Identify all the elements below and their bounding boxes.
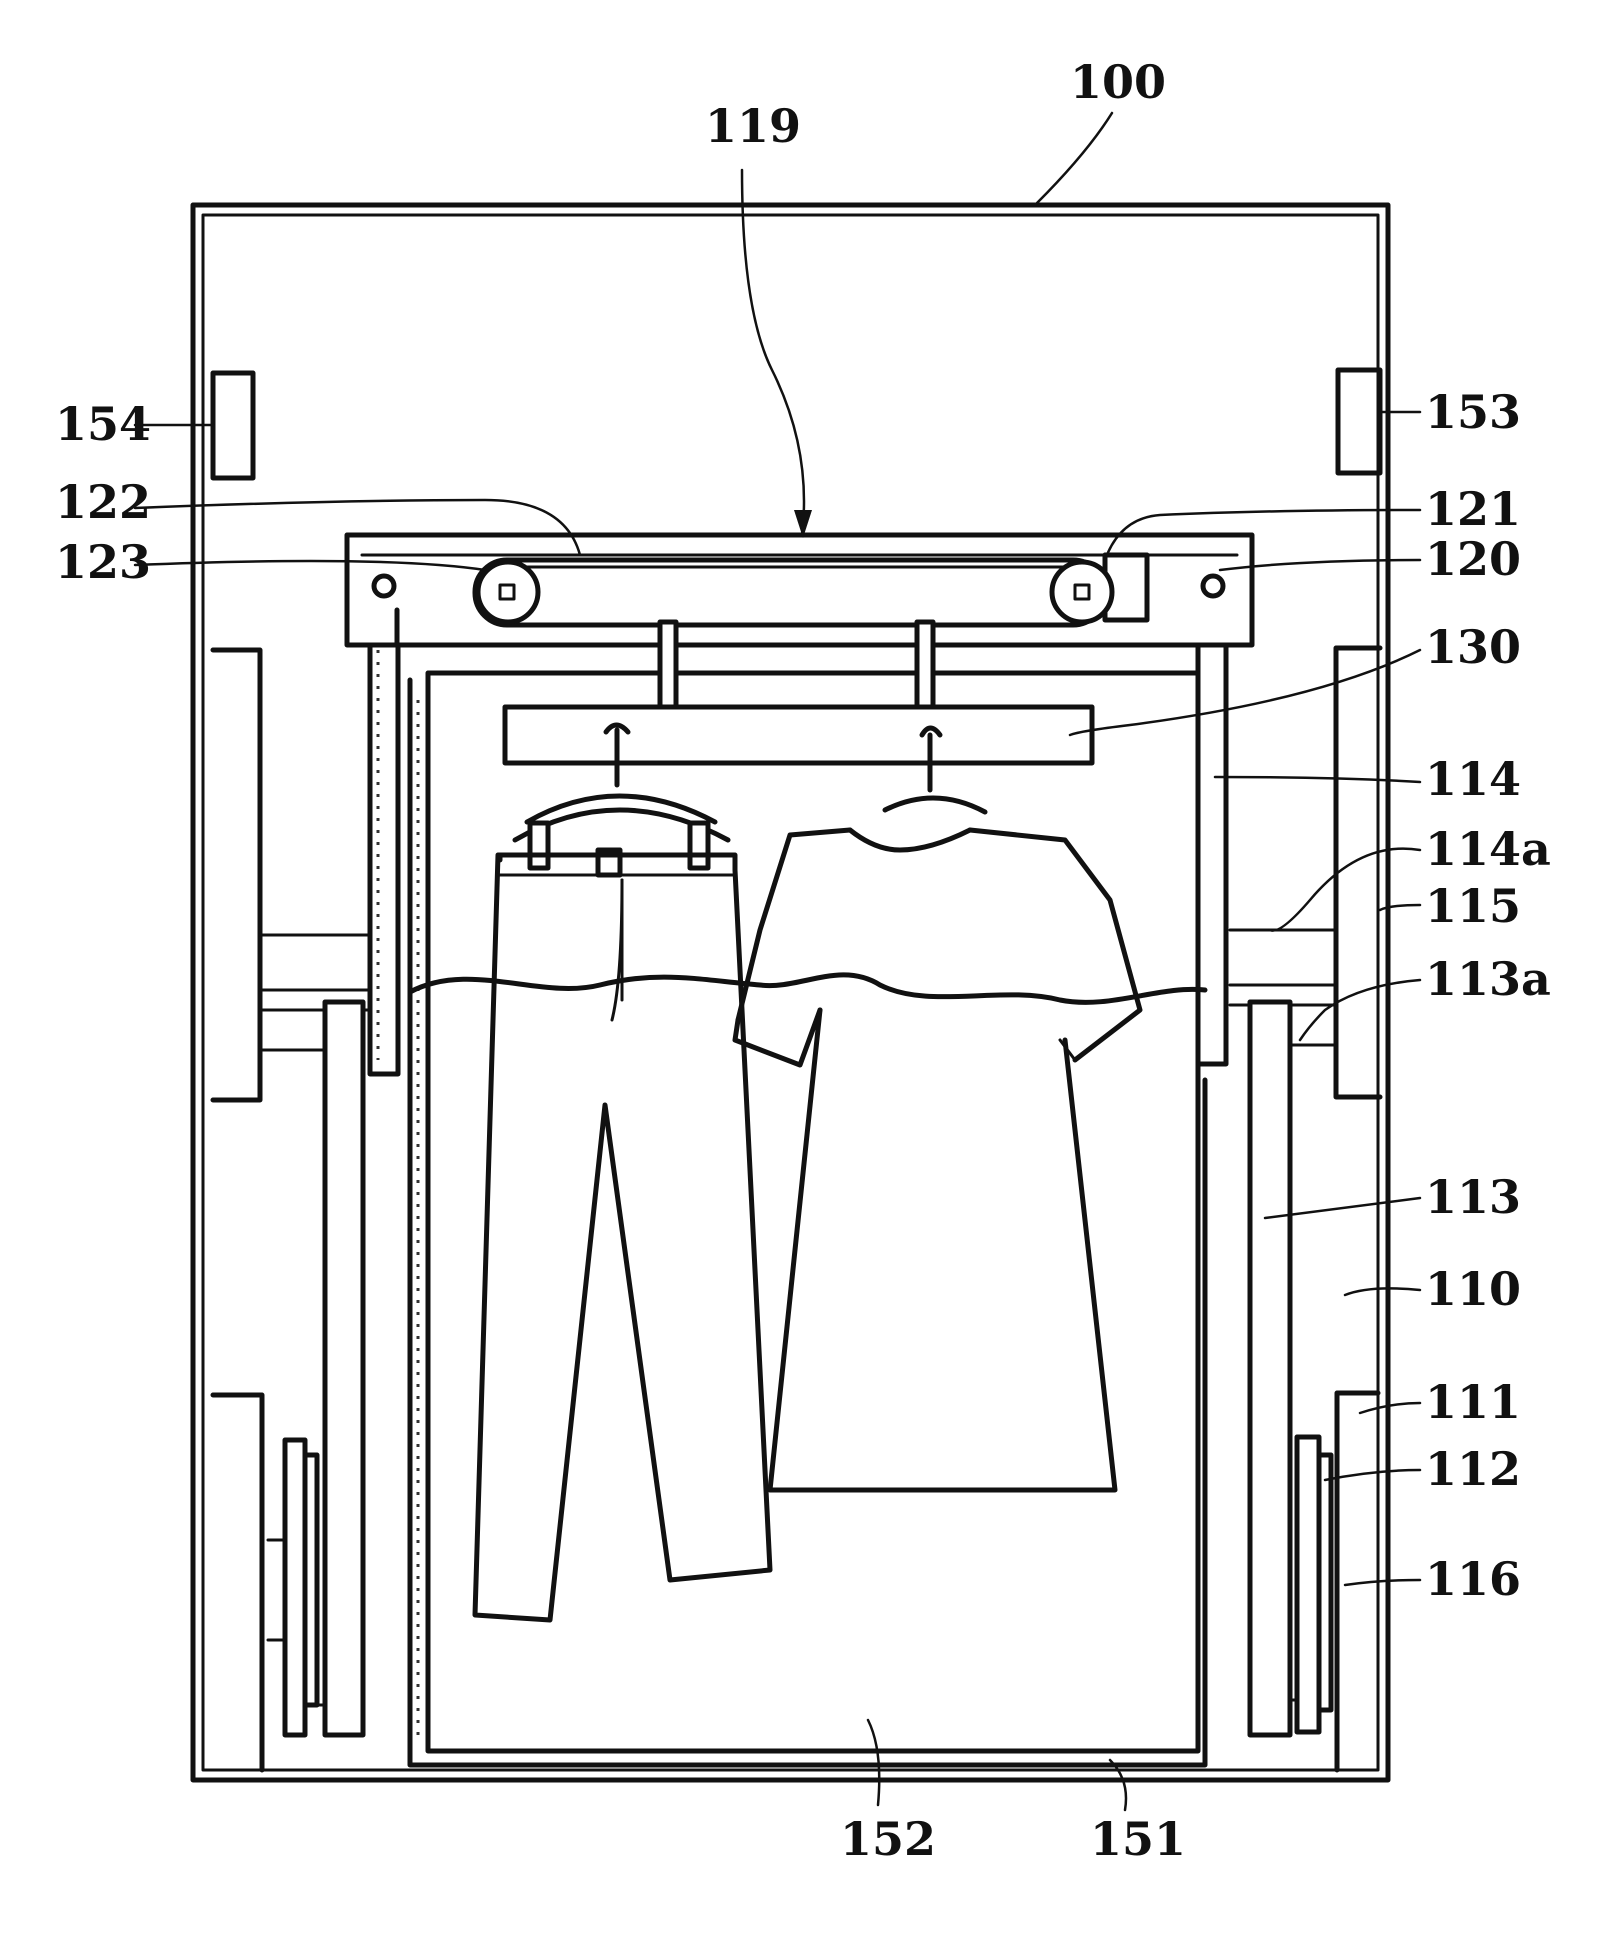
label-123: 123 (55, 535, 151, 589)
label-112: 112 (1425, 1442, 1521, 1496)
hanger-bar-130 (502, 619, 1095, 766)
reference-labels: 100 119 154 153 122 121 123 120 130 114 … (55, 55, 1551, 1866)
shirt-on-hanger (732, 725, 1143, 1493)
part-153 (1335, 367, 1383, 476)
label-151: 151 (1090, 1812, 1186, 1866)
label-115: 115 (1425, 879, 1521, 933)
label-113a: 113a (1425, 952, 1551, 1006)
pulley-123 (475, 559, 541, 625)
leader-lines (133, 111, 1422, 1812)
belt-121 (472, 557, 1108, 628)
support-rod-left (367, 564, 401, 1077)
label-130: 130 (1425, 620, 1521, 674)
right-wall-structures (1228, 645, 1383, 1773)
label-113: 113 (1425, 1170, 1521, 1224)
label-153: 153 (1425, 385, 1521, 439)
left-wall-structures (210, 647, 377, 1773)
part-154 (210, 370, 256, 481)
drive-unit-120 (344, 532, 1255, 648)
trousers-on-hanger (472, 722, 773, 1623)
label-120: 120 (1425, 532, 1521, 586)
label-119: 119 (705, 99, 801, 153)
label-121: 121 (1425, 482, 1521, 536)
label-116: 116 (1425, 1552, 1521, 1606)
label-114: 114 (1425, 752, 1521, 806)
label-154: 154 (55, 397, 151, 451)
label-111: 111 (1425, 1375, 1521, 1429)
label-122: 122 (55, 475, 151, 529)
break-line (407, 972, 1208, 1005)
label-152: 152 (840, 1812, 936, 1866)
label-110: 110 (1425, 1262, 1521, 1316)
label-114a: 114a (1425, 822, 1551, 876)
pulley-right (1049, 559, 1115, 625)
cabinet-100 (190, 202, 1391, 1783)
label-100: 100 (1070, 55, 1166, 109)
inner-chamber (407, 670, 1208, 1768)
